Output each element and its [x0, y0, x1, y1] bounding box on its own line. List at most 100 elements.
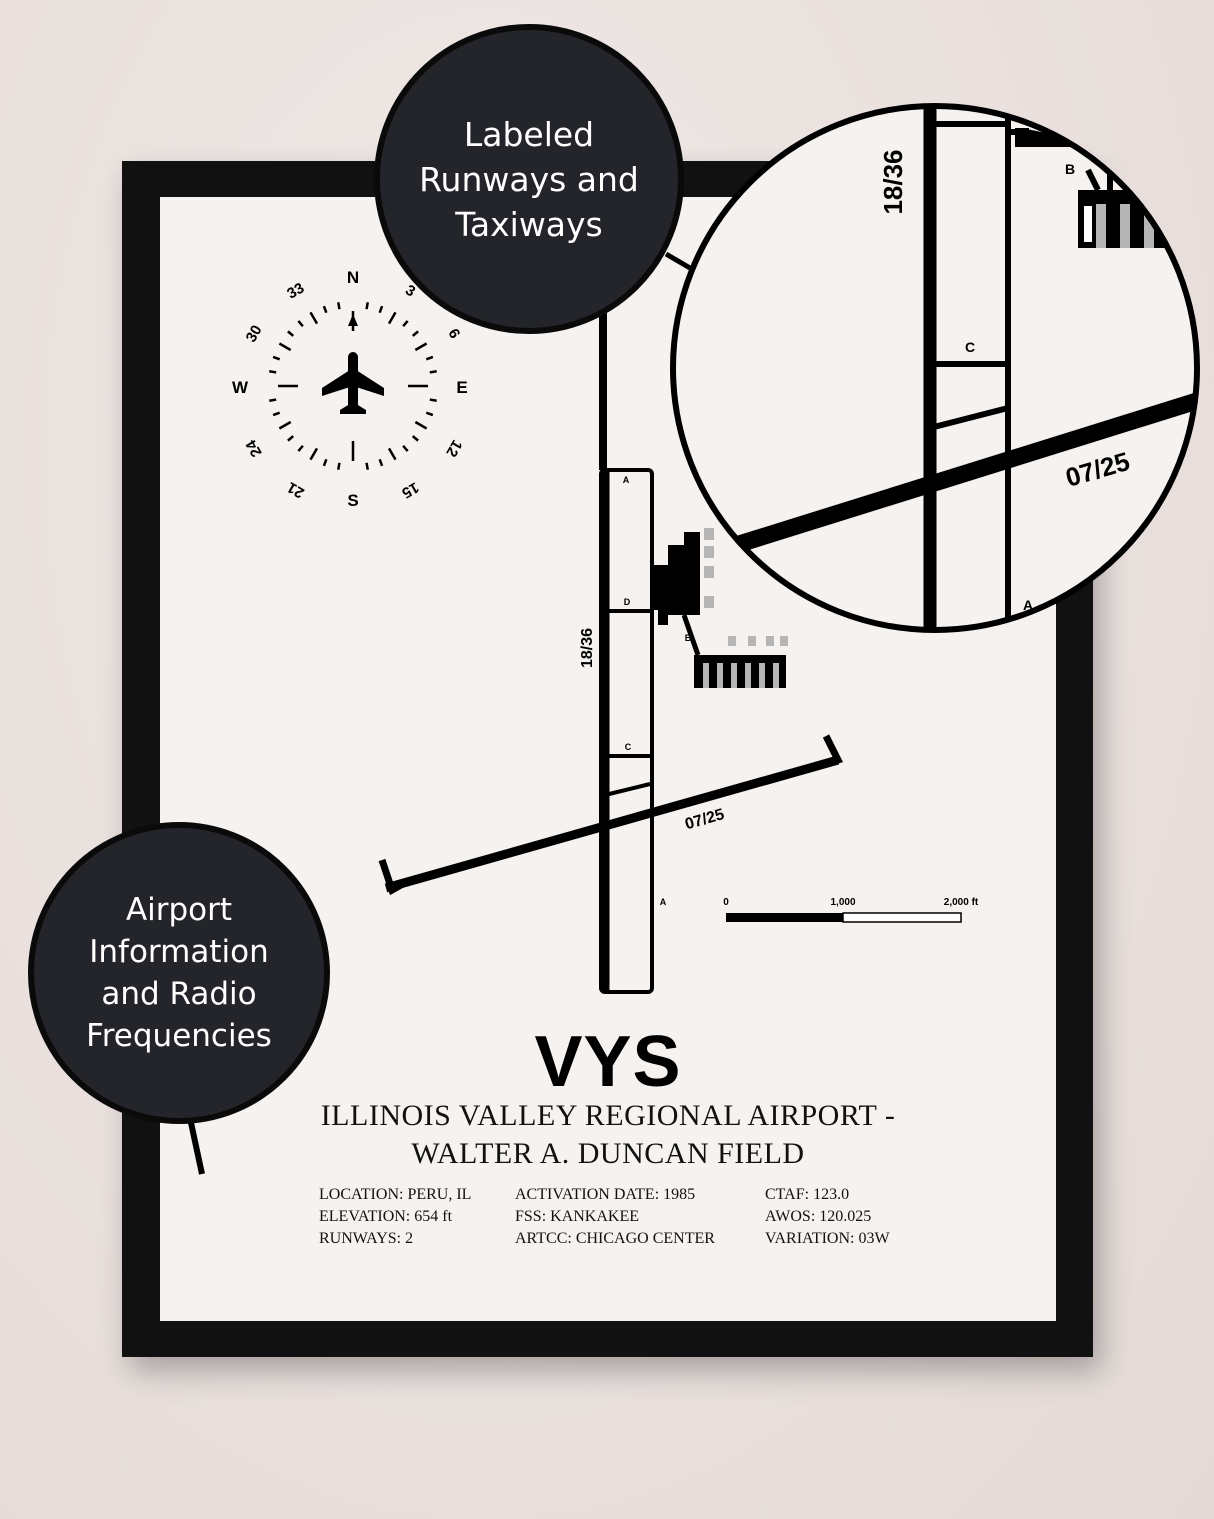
compass-tick — [411, 435, 419, 442]
callout-info-line1: Airport — [125, 892, 233, 928]
taxiway-label-a-north: A — [623, 475, 630, 485]
scale-bar-white — [842, 912, 962, 923]
north-arrow-icon — [348, 314, 358, 326]
compass-label-12: 12 — [442, 437, 465, 460]
compass-ticks — [269, 302, 437, 470]
compass-tick — [365, 302, 369, 310]
airport-code: VYS — [534, 1022, 682, 1102]
compass-tick — [402, 320, 409, 328]
taxiway-label-d: D — [624, 597, 631, 607]
info-ctaf: CTAF: 123.0 — [765, 1186, 850, 1203]
airplane-icon — [322, 352, 384, 414]
callout-runways-taxiways: Labeled Runways and Taxiways — [374, 24, 684, 334]
taxiway-b-link — [681, 614, 701, 656]
compass-tick — [378, 305, 384, 314]
airport-name-line2: WALTER A. DUNCAN FIELD — [411, 1137, 805, 1170]
compass-tick — [269, 370, 277, 374]
taxiway-diagonal-connector — [604, 782, 651, 797]
taxiway-label-a-south: A — [660, 897, 667, 907]
runway-07-25-east-end — [816, 734, 843, 770]
callout-airport-info: Airport Information and Radio Frequencie… — [28, 822, 330, 1124]
compass-tick — [309, 447, 319, 461]
info-artcc: ARTCC: CHICAGO CENTER — [515, 1230, 715, 1247]
compass-label-15: 15 — [399, 478, 422, 501]
runway-07-25 — [384, 755, 840, 893]
apron-main — [650, 532, 700, 625]
apron-hangar-1 — [704, 528, 714, 540]
zoom-pointer-line — [664, 251, 692, 271]
callout-runways-line3: Taxiways — [455, 204, 603, 244]
apron-hangar-4 — [704, 596, 714, 608]
info-elevation: ELEVATION: 654 ft — [319, 1208, 453, 1225]
scale-label-start: 0 — [723, 897, 729, 908]
compass-tick — [378, 458, 384, 467]
runway-label-18-36: 18/36 — [579, 628, 596, 668]
compass-tick — [387, 447, 397, 461]
compass-tick — [411, 330, 419, 337]
taxiway-label-b: B — [685, 633, 692, 643]
zoom-label-c: C — [965, 339, 975, 355]
compass-tick — [414, 342, 428, 352]
compass-tick — [322, 458, 328, 467]
info-runways: RUNWAYS: 2 — [319, 1230, 414, 1247]
compass-tick — [278, 420, 292, 430]
callout-info-line2: Information — [89, 934, 269, 970]
compass-tick — [278, 342, 292, 352]
apron-hangar-2 — [704, 546, 714, 558]
callout-runways-line2: Runways and — [419, 159, 639, 199]
info-column-admin: ACTIVATION DATE: 1985 FSS: KANKAKEE ARTC… — [515, 1184, 715, 1250]
apron-hangar-3 — [704, 566, 714, 578]
compass-tick — [272, 355, 281, 361]
compass-label-24: 24 — [242, 436, 265, 460]
compass-tick — [414, 420, 428, 430]
compass-tick — [297, 320, 304, 328]
compass-label-s: S — [347, 491, 358, 510]
compass-tick — [272, 411, 281, 417]
compass-tick — [387, 311, 397, 325]
scale-label-end: 2,000 ft — [944, 897, 979, 908]
callout-info-line3: and Radio — [101, 976, 257, 1012]
compass-tick — [287, 330, 295, 337]
taxiway-label-c: C — [625, 742, 632, 752]
compass-tick — [337, 462, 341, 470]
compass-tick — [322, 305, 328, 314]
compass-label-e: E — [456, 378, 467, 397]
runway-07-25-west-end — [378, 858, 412, 896]
scale-label-mid: 1,000 — [830, 897, 855, 908]
compass-tick — [297, 444, 304, 452]
zoom-label-b: B — [1065, 161, 1075, 177]
info-variation: VARIATION: 03W — [765, 1230, 890, 1247]
t-hangar-gaps — [703, 636, 788, 688]
zoom-content: 18/36 07/25 B C A — [717, 106, 1197, 630]
compass-tick — [365, 462, 369, 470]
callout-runways-line1: Labeled — [463, 114, 595, 154]
compass-tick — [287, 435, 295, 442]
compass-tick — [425, 411, 434, 417]
zoom-circle-border — [670, 103, 1200, 633]
compass-tick — [425, 355, 434, 361]
compass-tick — [309, 311, 319, 325]
compass-tick — [269, 398, 277, 402]
compass-tick — [429, 370, 437, 374]
info-column-radio: CTAF: 123.0 AWOS: 120.025 VARIATION: 03W — [765, 1184, 890, 1250]
t-hangar-row — [694, 655, 786, 688]
compass-label-33: 33 — [284, 280, 307, 303]
compass-label-n: N — [347, 268, 359, 287]
scale-bar-black — [726, 913, 843, 922]
compass-label-30: 30 — [243, 322, 266, 345]
info-column-location: LOCATION: PERU, IL ELEVATION: 654 ft RUN… — [319, 1184, 471, 1250]
compass-tick — [337, 302, 341, 310]
callout-info-line4: Frequencies — [86, 1018, 272, 1054]
airport-name-line1: ILLINOIS VALLEY REGIONAL AIRPORT - — [320, 1099, 896, 1132]
info-location: LOCATION: PERU, IL — [319, 1186, 472, 1203]
info-awos: AWOS: 120.025 — [765, 1208, 872, 1225]
compass-tick — [402, 444, 409, 452]
zoom-label-a: A — [1023, 597, 1033, 613]
compass-label-w: W — [232, 378, 249, 397]
compass-label-21: 21 — [284, 478, 307, 501]
